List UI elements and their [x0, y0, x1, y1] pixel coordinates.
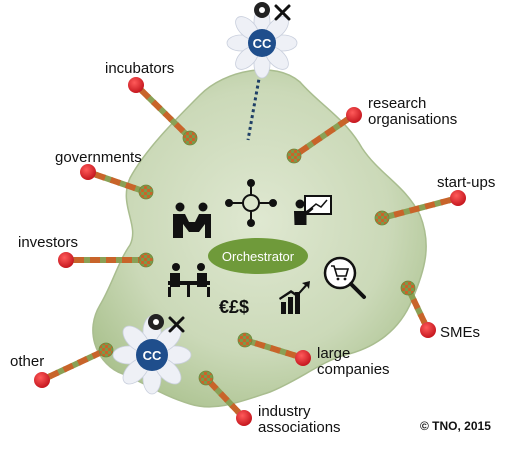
flower-badge-icon: CC — [226, 7, 298, 79]
tools-icon — [274, 4, 291, 21]
node-startups — [450, 190, 466, 206]
inner-node-industry — [198, 370, 214, 386]
node-incubators — [128, 77, 144, 93]
outer-nodes — [34, 77, 466, 426]
network-hub-icon — [225, 179, 277, 227]
growth-chart-icon — [279, 281, 310, 314]
inner-node-large — [237, 332, 253, 348]
label-governments: governments — [55, 149, 142, 166]
copyright-text: © TNO, 2015 — [420, 419, 491, 433]
link-startups-alt — [381, 195, 459, 221]
node-smes — [420, 322, 436, 338]
inner-node-other — [98, 342, 114, 358]
node-investors — [58, 252, 74, 268]
inner-node-research — [286, 148, 302, 164]
link-other — [40, 347, 108, 383]
label-large-line2: companies — [317, 361, 390, 378]
shopping-cart-search-icon — [323, 256, 366, 299]
inner-node-governments — [138, 184, 154, 200]
orchestrator-label: Orchestrator — [222, 249, 295, 264]
meeting-table-icon — [168, 263, 210, 297]
link-large — [244, 337, 304, 361]
label-startups: start-ups — [437, 174, 495, 191]
label-large-line1: large — [317, 345, 350, 362]
link-research-alt — [292, 112, 356, 159]
node-large — [295, 350, 311, 366]
label-industry-line2: associations — [258, 419, 341, 436]
label-smes: SMEs — [440, 324, 480, 341]
inner-node-investors — [138, 252, 154, 268]
stakeholder-labels: incubators governments investors other r… — [10, 60, 495, 436]
node-other — [34, 372, 50, 388]
link-large-alt — [244, 337, 304, 361]
node-industry — [236, 410, 252, 426]
cc-badge-top-label: CC — [253, 36, 272, 51]
label-industry-line1: industry — [258, 403, 311, 420]
handshake-icon — [173, 202, 211, 238]
inner-node-startups — [374, 210, 390, 226]
link-incubators — [133, 82, 193, 141]
connector-lines — [40, 82, 459, 421]
label-incubators: incubators — [105, 60, 174, 77]
label-research-line2: organisations — [368, 111, 457, 128]
label-research-line1: research — [368, 95, 426, 112]
link-other-alt — [40, 347, 108, 383]
presenter-icon — [294, 195, 332, 225]
node-research — [346, 107, 362, 123]
inner-nodes — [98, 130, 416, 386]
flower-badge-bottom: CC — [112, 315, 192, 395]
link-governments-alt — [87, 169, 147, 195]
inner-node-smes — [400, 280, 416, 296]
link-governments — [87, 169, 147, 195]
label-other: other — [10, 353, 44, 370]
gear-head-icon — [254, 2, 270, 18]
inner-node-incubators — [182, 130, 198, 146]
gear-head-icon-bottom — [148, 314, 164, 330]
link-incubators-alt — [133, 82, 193, 141]
node-governments — [80, 164, 96, 180]
label-investors: investors — [18, 234, 78, 251]
tools-icon-bottom — [168, 316, 185, 333]
link-research — [292, 112, 356, 159]
cc-badge-bottom-label: CC — [143, 348, 162, 363]
orchestrator-node — [208, 238, 308, 274]
link-industry-alt — [203, 375, 247, 421]
currency-symbols: €£$ — [219, 297, 249, 317]
